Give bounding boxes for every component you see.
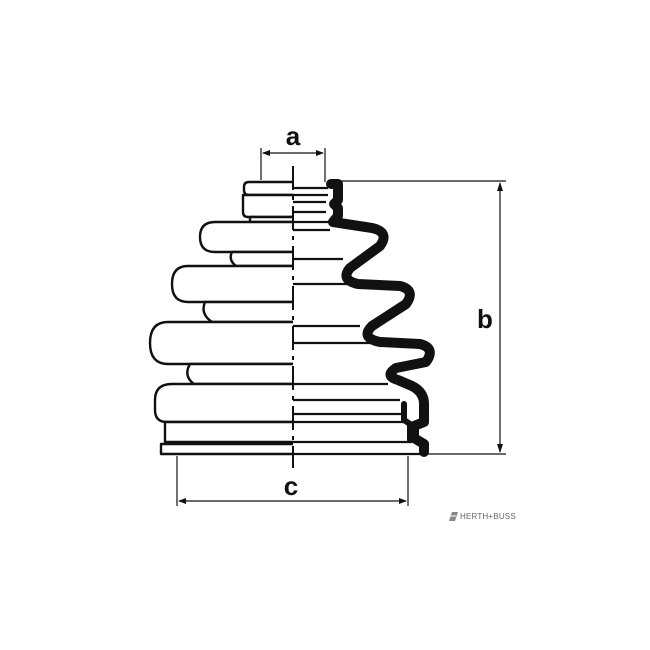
dimension-c xyxy=(176,456,409,506)
dimension-a-label: a xyxy=(286,121,301,151)
brand-name: HERTH+BUSS xyxy=(460,512,516,521)
dimension-c-label: c xyxy=(284,471,298,501)
dimension-b xyxy=(340,180,506,455)
boot-wall-section xyxy=(326,179,435,457)
boot-section-view xyxy=(293,186,425,456)
boot-outer-view xyxy=(148,180,293,456)
herth-buss-logo-icon xyxy=(449,512,458,521)
dimension-a xyxy=(260,148,326,182)
dimension-b-label: b xyxy=(477,304,493,334)
